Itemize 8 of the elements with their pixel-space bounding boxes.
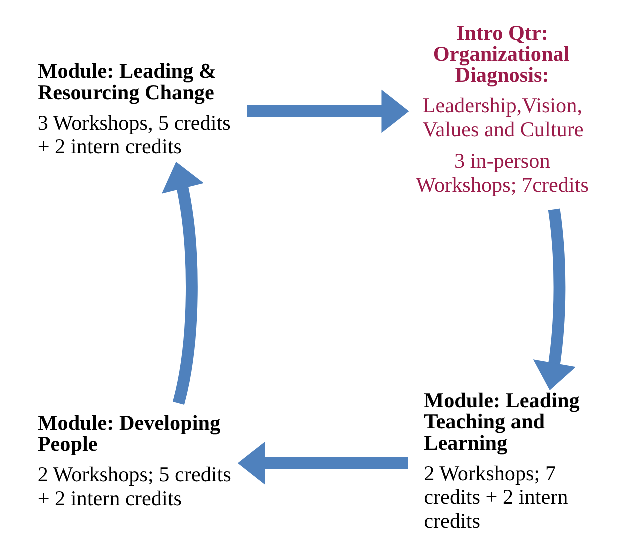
node-text: Module: Leading & Resourcing Change 3 Workshops, 5 credits + 2 intern credits bbox=[38, 59, 231, 159]
arrow bbox=[247, 90, 410, 134]
arrow bbox=[533, 208, 576, 390]
node-text: Intro Qtr: Organizational Diagnosis: Leadership,Vision, Values and Culture 3 in-person Workshops; 7credits bbox=[416, 20, 590, 197]
node-text: Module: Leading Teaching and Learning 2 Workshops; 7 credits + 2 intern credits bbox=[424, 388, 580, 533]
node-text: Module: Developing People 2 Workshops; 5 credits + 2 intern credits bbox=[38, 411, 232, 510]
arrow bbox=[238, 442, 408, 486]
arrow bbox=[162, 162, 204, 405]
